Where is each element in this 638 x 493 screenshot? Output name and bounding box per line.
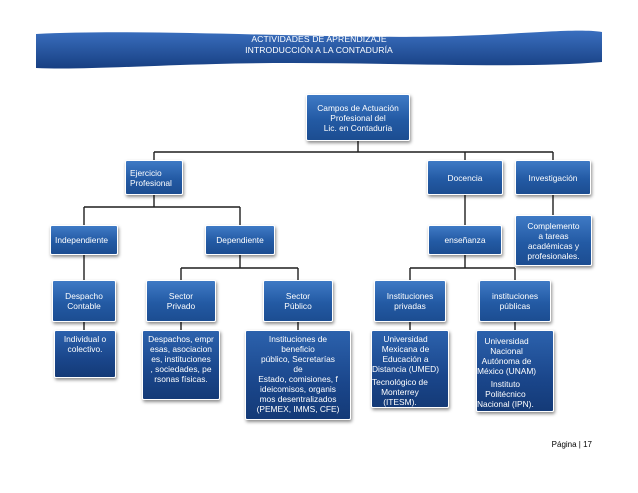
- node-investigacion: Investigación: [515, 160, 591, 195]
- node-individual-colectivo: Individual o colectivo.: [54, 330, 116, 378]
- node-inst-privadas-label: Instituciones privadas: [386, 291, 434, 311]
- header-line-2: INTRODUCCIÓN A LA CONTADURÍA: [245, 45, 393, 55]
- node-complemento: Complemento a tareas académicas y profes…: [515, 215, 592, 266]
- node-universidades-publicas: Universidad Nacional Autónoma de México …: [476, 330, 554, 412]
- node-umed-label: Universidad Mexicana de Educación a Dist…: [372, 334, 440, 374]
- node-root: Campos de Actuación Profesional del Lic.…: [306, 94, 410, 141]
- node-investigacion-label: Investigación: [528, 172, 578, 183]
- node-complemento-label: Complemento a tareas académicas y profes…: [527, 220, 580, 261]
- node-dependiente: Dependiente: [205, 225, 275, 255]
- node-sector-publico: Sector Público: [263, 280, 333, 322]
- header-line-1: ACTIVIDADES DE APRENDIZAJE: [251, 34, 387, 44]
- node-ejercicio-profesional: Ejercicio Profesional: [125, 160, 183, 195]
- node-unam-label: Universidad Nacional Autónoma de México …: [477, 336, 537, 376]
- node-sector-privado-label: Sector Privado: [166, 291, 196, 311]
- node-instituciones-beneficio: Instituciones de beneficio público, Secr…: [245, 330, 351, 420]
- node-despacho-label: Despacho Contable: [65, 291, 103, 311]
- node-docencia-label: Docencia: [447, 172, 483, 183]
- node-root-label: Campos de Actuación Profesional del Lic.…: [317, 102, 399, 133]
- node-ejercicio-label: Ejercicio Profesional: [130, 167, 172, 188]
- node-despacho-contable: Despacho Contable: [52, 280, 116, 322]
- node-despachos-label: Despachos, empr esas, asociacion es, ins…: [148, 334, 214, 384]
- node-sector-privado: Sector Privado: [146, 280, 216, 322]
- node-ensenanza-label: enseñanza: [444, 235, 486, 245]
- node-instituciones-privadas: Instituciones privadas: [374, 280, 446, 322]
- node-dependiente-label: Dependiente: [216, 235, 264, 245]
- node-despachos-empresas: Despachos, empr esas, asociacion es, ins…: [142, 330, 220, 400]
- node-ensenanza: enseñanza: [428, 225, 502, 255]
- node-itesm-label: Tecnológico de Monterrey (ITESM).: [372, 377, 428, 407]
- node-docencia: Docencia: [427, 160, 503, 195]
- page-number: Página | 17: [551, 440, 592, 449]
- node-sector-publico-label: Sector Público: [284, 291, 312, 311]
- node-universidades-privadas: Universidad Mexicana de Educación a Dist…: [371, 330, 449, 408]
- header-title: ACTIVIDADES DE APRENDIZAJE INTRODUCCIÓN …: [0, 34, 638, 56]
- node-inst-publicas-label: instituciones públicas: [491, 291, 539, 311]
- node-independiente-label: Independiente: [55, 235, 109, 245]
- node-ipn-label: Instituto Politécnico Nacional (IPN).: [477, 379, 534, 409]
- node-independiente: Independiente: [50, 225, 118, 255]
- node-instituciones-publicas: instituciones públicas: [479, 280, 551, 322]
- node-beneficio-label: Instituciones de beneficio público, Secr…: [256, 334, 340, 414]
- node-individual-label: Individual o colectivo.: [63, 334, 107, 354]
- header-banner: [36, 30, 602, 69]
